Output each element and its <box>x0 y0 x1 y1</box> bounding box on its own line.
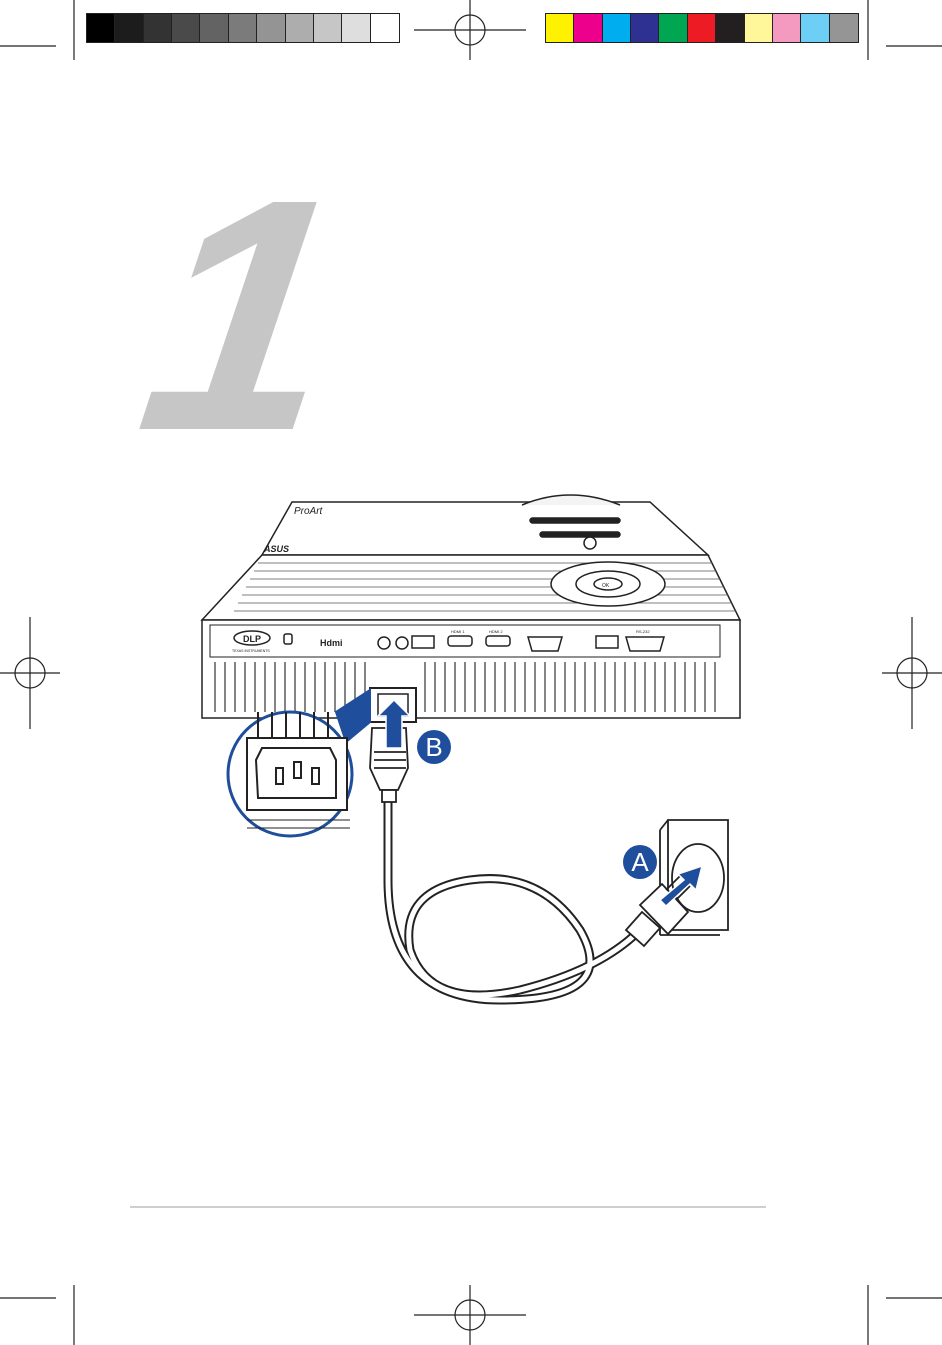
callout-b: B <box>417 730 451 764</box>
hdmi2-text: HDMI 2 <box>489 629 503 634</box>
registration-mark-bottom <box>414 1285 526 1345</box>
hdmi-logo-text: Hdmi <box>320 638 343 648</box>
svg-text:A: A <box>631 847 649 877</box>
callout-a: A <box>623 845 657 879</box>
registration-mark-left <box>0 617 60 729</box>
power-cable <box>388 800 640 1000</box>
dlp-sub-text: TEXAS INSTRUMENTS <box>232 649 270 653</box>
registration-mark-top <box>414 0 526 60</box>
brand-text: ProArt <box>294 506 324 517</box>
dlp-text: DLP <box>243 634 261 644</box>
rs232-text: RS-232 <box>636 629 650 634</box>
svg-text:B: B <box>425 732 442 762</box>
footer-rule <box>130 1206 766 1208</box>
projector <box>202 495 740 722</box>
registration-mark-right <box>882 617 942 729</box>
hdmi1-text: HDMI 1 <box>451 629 465 634</box>
logo-text: ASUS <box>263 544 289 554</box>
ok-text: OK <box>602 583 610 589</box>
